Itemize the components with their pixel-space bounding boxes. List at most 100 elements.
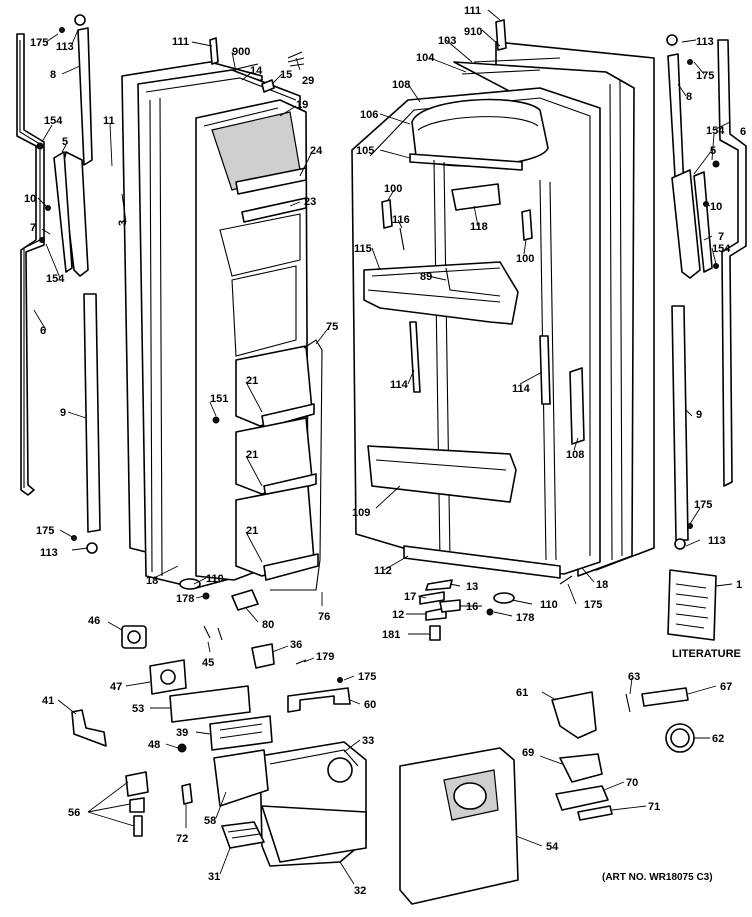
right-door-trim-group: [666, 34, 747, 550]
module-58: [213, 749, 269, 807]
shelf-rail-21-lower: [263, 553, 319, 581]
part-45-screws: [203, 625, 223, 641]
part-48: [177, 743, 187, 753]
switch-36: [251, 643, 275, 669]
freezer-door-shelf-24: [235, 167, 307, 195]
dispenser-housing-port: [327, 757, 353, 783]
handle-right: [671, 169, 701, 279]
bracket-108-right: [569, 367, 585, 445]
callout-29: 29: [302, 75, 314, 87]
screw-175-dispenser: [337, 677, 343, 683]
hinge-cover-110-right: [493, 592, 515, 604]
part-13: [425, 579, 453, 591]
shelf-rail-21-upper: [261, 403, 315, 429]
literature-booklet: LITERATURE: [667, 569, 741, 660]
callout-11: 11: [103, 115, 115, 127]
callout-175b: 175: [36, 525, 54, 537]
callout-89: 89: [420, 271, 432, 283]
rail-112: [403, 545, 561, 579]
callout-69: 69: [522, 747, 534, 759]
handle-bracket-left: [53, 151, 73, 273]
door-handle-trim-8: [77, 27, 93, 166]
screw-181: [429, 625, 441, 641]
art-number-caption: (ART NO. WR18075 C3): [602, 872, 713, 883]
freezer-door-shelf-23: [241, 197, 307, 223]
trim-103: [473, 57, 561, 63]
rail-114-right: [539, 335, 551, 405]
callout-113r: 113: [696, 36, 714, 48]
callout-39: 39: [176, 727, 188, 739]
ring-62-inner: [670, 728, 690, 748]
callout-118: 118: [470, 221, 488, 233]
callout-5: 5: [62, 136, 68, 148]
callout-61: 61: [516, 687, 528, 699]
callout-12: 12: [392, 609, 404, 621]
hinge-80: [231, 589, 259, 611]
callout-108b: 108: [566, 449, 584, 461]
callout-175d: 175: [358, 671, 376, 683]
clip-100-right: [521, 209, 533, 241]
pin-179: [295, 659, 307, 665]
callout-24: 24: [310, 145, 323, 157]
callout-115: 115: [354, 243, 372, 255]
screw-154-top-right: [712, 160, 720, 168]
callout-16: 16: [466, 601, 478, 613]
callout-18: 18: [146, 575, 158, 587]
hinge-pin-111-left: [209, 37, 219, 65]
callout-9: 9: [60, 407, 66, 419]
callout-10: 10: [24, 193, 36, 205]
callout-21c: 21: [246, 525, 258, 537]
door-trim-strip-left: [16, 33, 45, 496]
callout-54: 54: [546, 841, 559, 853]
bracket-60: [287, 687, 351, 713]
rail-105: [409, 153, 523, 171]
screw-154-top-left: [36, 142, 44, 150]
callout-8r: 8: [686, 91, 692, 103]
callout-175r: 175: [696, 70, 714, 82]
screw-10-left: [45, 205, 51, 211]
egg-tray-118: [451, 183, 501, 211]
part-69: [559, 753, 603, 783]
dispenser-cover-32: [261, 805, 367, 863]
callout-110: 110: [206, 573, 224, 585]
callout-70: 70: [626, 777, 638, 789]
pin-63: [625, 693, 631, 713]
gasket-strip-left: [83, 293, 101, 533]
cap-113-left-top: [74, 14, 86, 26]
callout-100a: 100: [384, 183, 402, 195]
hinge-pin-111-right: [495, 19, 507, 51]
callout-19: 19: [296, 99, 308, 111]
clip-100-left: [381, 199, 393, 229]
literature-label: LITERATURE: [672, 648, 741, 660]
gasket-strip-right: [671, 305, 689, 541]
washer-178-right: [486, 608, 494, 616]
callout-111: 111: [172, 36, 189, 48]
callout-53: 53: [132, 703, 144, 715]
callout-113b: 113: [40, 547, 58, 559]
callout-108: 108: [392, 79, 410, 91]
rail-114-left: [409, 321, 421, 393]
dispenser-parts: [71, 625, 695, 905]
screw-175-right-bottom: [687, 523, 693, 529]
screw-175-left-top: [59, 27, 65, 33]
screw-154-bottom-left: [39, 237, 45, 243]
callout-114a: 114: [390, 379, 409, 391]
callout-106: 106: [360, 109, 378, 121]
callout-5r: 5: [710, 145, 716, 157]
callout-179: 179: [316, 651, 334, 663]
callout-175r2: 175: [694, 499, 712, 511]
callout-31: 31: [208, 871, 220, 883]
callout-23: 23: [304, 196, 316, 208]
callout-900: 900: [232, 46, 250, 58]
drip-tray-grille-31: [221, 821, 265, 849]
callout-leaders: [33, 9, 733, 885]
callout-9r: 9: [696, 409, 702, 421]
callout-178r: 178: [516, 612, 534, 624]
callout-32: 32: [354, 885, 366, 897]
callout-80: 80: [262, 619, 274, 631]
door-trim-strip-right: [717, 39, 747, 487]
callout-62: 62: [712, 733, 724, 745]
callout-58: 58: [204, 815, 216, 827]
callout-56: 56: [68, 807, 80, 819]
dispenser-recess-54: [399, 747, 519, 905]
